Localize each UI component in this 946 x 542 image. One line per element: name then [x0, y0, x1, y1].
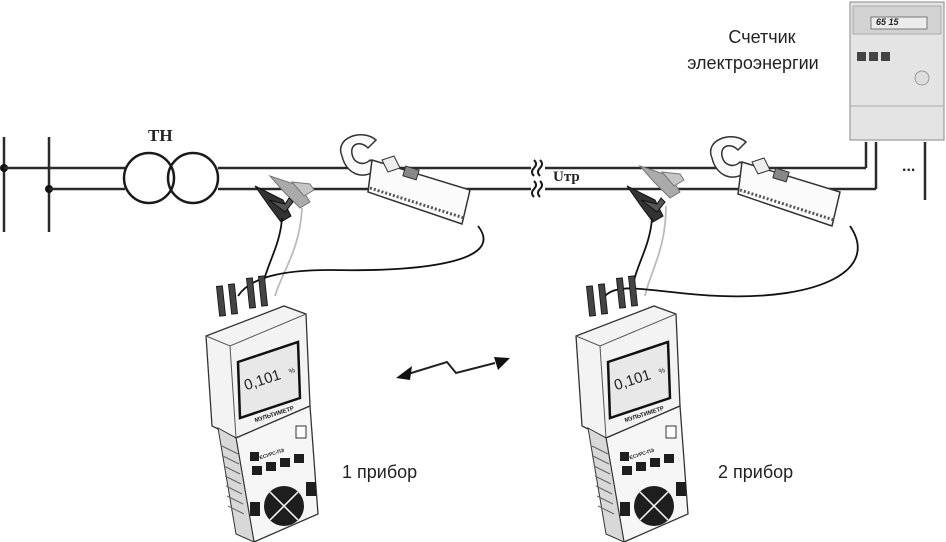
- meter-label-line2: электроэнергии: [687, 53, 819, 73]
- test-leads: [237, 205, 859, 298]
- device-1-label: 1 прибор: [342, 462, 418, 482]
- busbar-left: [2, 137, 51, 232]
- meter-display-value: 65 15: [876, 17, 899, 27]
- voltage-clip-2: [626, 165, 685, 223]
- current-clamp-2: [709, 135, 842, 228]
- more-lines-ellipsis: ...: [902, 158, 916, 175]
- voltage-clip-1: [254, 175, 315, 223]
- voltage-drop-label: Uтр: [553, 169, 580, 185]
- multimeter-1: [204, 274, 320, 542]
- multimeter-2: [574, 274, 690, 542]
- data-link-arrow-icon: [396, 357, 510, 380]
- current-clamp-1: [339, 133, 472, 226]
- energy-meter: [849, 1, 945, 141]
- line-break-icon: [531, 159, 543, 198]
- voltage-transformer-icon: [122, 151, 220, 205]
- transformer-label: ТН: [148, 126, 173, 145]
- meter-label-line1: Счетчик: [728, 27, 796, 47]
- line-primary: [4, 166, 125, 191]
- device-2-label: 2 прибор: [718, 462, 794, 482]
